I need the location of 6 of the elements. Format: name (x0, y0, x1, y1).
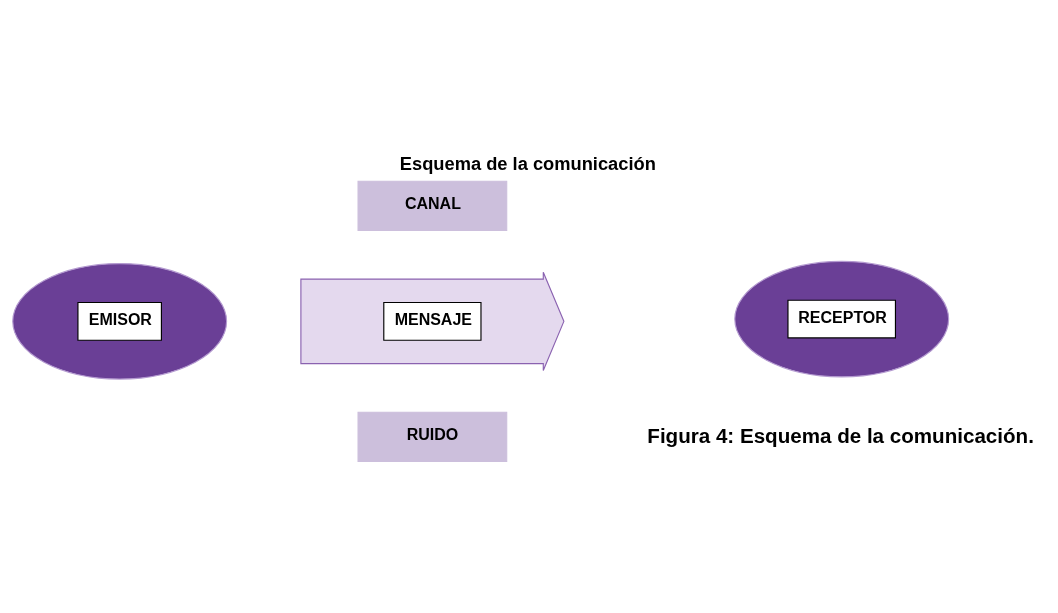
node-box: RUIDO (357, 411, 508, 462)
node-ellipse: RECEPTOR (734, 260, 950, 378)
diagram-title: Esquema de la comunicación (399, 152, 656, 174)
caption: Figura 4: Esquema de la comunicación. (647, 424, 1034, 448)
node-ellipse: EMISOR (12, 263, 228, 380)
node-box: CANAL (357, 180, 508, 232)
